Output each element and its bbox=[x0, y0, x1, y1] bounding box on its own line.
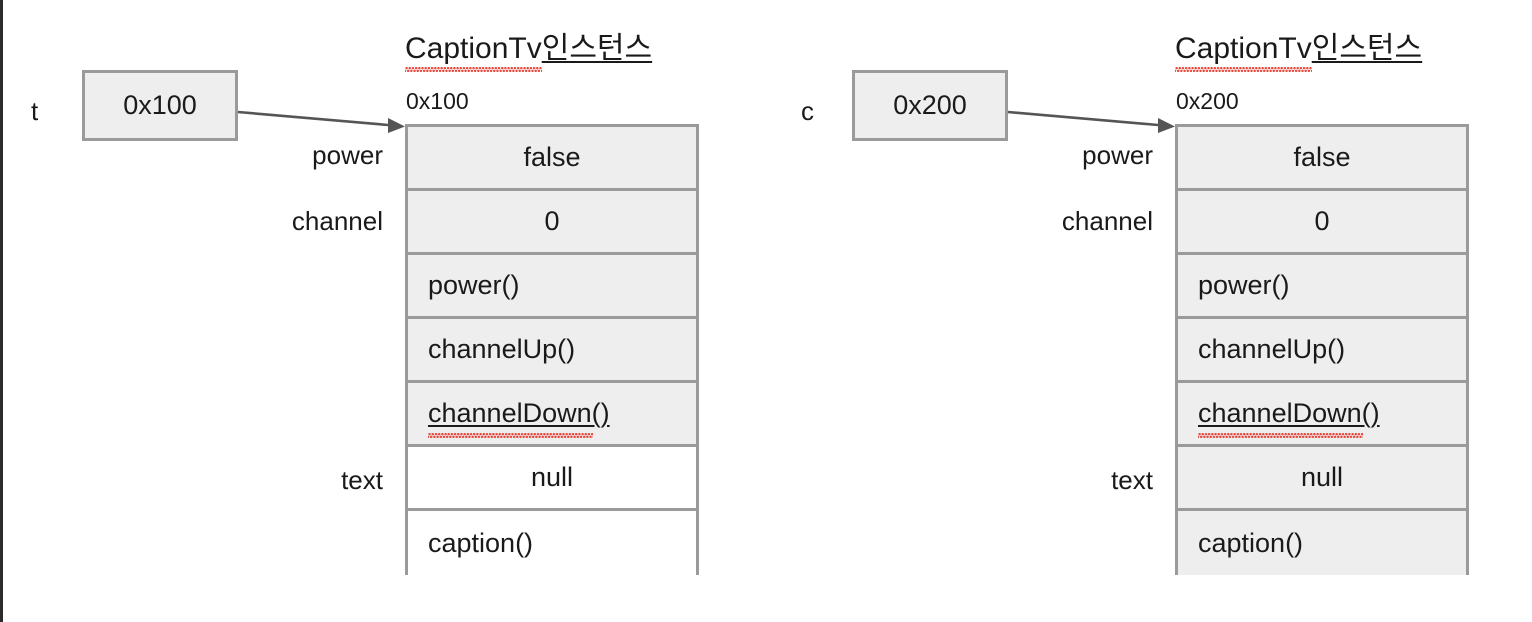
table-row: channelUp() bbox=[408, 319, 696, 383]
row-value: null bbox=[1300, 462, 1344, 492]
table-row: power() bbox=[408, 255, 696, 319]
object-title-suffix: 인스턴스 bbox=[541, 32, 653, 65]
table-row: 0 bbox=[408, 191, 696, 255]
pointer-box-c[interactable]: 0x200 bbox=[852, 70, 1008, 141]
object-title-class-name: CaptionTv bbox=[1175, 32, 1312, 65]
row-value: channelUp() bbox=[1198, 334, 1346, 364]
field-label-text-0x100: text bbox=[341, 465, 383, 495]
table-row: channelDown() bbox=[1178, 383, 1466, 447]
object-title-0x200: CaptionTv인스턴스 bbox=[1175, 32, 1423, 65]
reference-arrow-c bbox=[1007, 110, 1175, 133]
pointer-value-c: 0x200 bbox=[893, 90, 967, 120]
row-value: caption() bbox=[1198, 527, 1304, 558]
table-row: channelUp() bbox=[1178, 319, 1466, 383]
field-label-power-0x100: power bbox=[312, 140, 383, 170]
table-row: 0 bbox=[1178, 191, 1466, 255]
row-value: channelUp() bbox=[428, 334, 576, 364]
row-value: 0 bbox=[544, 206, 560, 236]
row-value: null bbox=[530, 462, 574, 492]
row-value: power() bbox=[428, 270, 520, 300]
field-label-power-0x200: power bbox=[1082, 140, 1153, 170]
table-row: null bbox=[1178, 447, 1466, 511]
variable-label-t: t bbox=[31, 96, 39, 126]
table-row: false bbox=[1178, 127, 1466, 191]
object-title-suffix: 인스턴스 bbox=[1311, 32, 1423, 65]
row-value: 0 bbox=[1314, 206, 1330, 236]
row-value: caption() bbox=[428, 527, 534, 558]
object-field-table-0x200: false 0 power() channelUp() channelDown(… bbox=[1175, 124, 1469, 575]
table-row: channelDown() bbox=[408, 383, 696, 447]
table-row: null bbox=[408, 447, 696, 511]
row-value: power() bbox=[1198, 270, 1290, 300]
row-value: false bbox=[523, 142, 581, 172]
object-title-class-name: CaptionTv bbox=[405, 32, 542, 65]
row-value: channelDown() bbox=[1198, 398, 1380, 438]
object-box-captiontv-0x100: CaptionTv인스턴스 0x100 false 0 power() chan… bbox=[405, 32, 705, 578]
object-address-0x100: 0x100 bbox=[406, 88, 469, 114]
row-value: channelDown() bbox=[428, 398, 610, 438]
object-field-table-0x100: false 0 power() channelUp() channelDown(… bbox=[405, 124, 699, 575]
pointer-value-t: 0x100 bbox=[123, 90, 197, 120]
variable-label-c: c bbox=[801, 96, 814, 126]
table-row: caption() bbox=[1178, 511, 1466, 575]
field-label-text-0x200: text bbox=[1111, 465, 1153, 495]
reference-arrow-t bbox=[237, 110, 405, 133]
object-box-captiontv-0x200: CaptionTv인스턴스 0x200 false 0 power() chan… bbox=[1175, 32, 1475, 578]
table-row: false bbox=[408, 127, 696, 191]
row-value: false bbox=[1293, 142, 1351, 172]
pointer-box-t[interactable]: 0x100 bbox=[82, 70, 238, 141]
object-title-0x100: CaptionTv인스턴스 bbox=[405, 32, 653, 65]
table-row: caption() bbox=[408, 511, 696, 575]
page-left-edge bbox=[0, 0, 3, 622]
field-label-channel-0x100: channel bbox=[291, 206, 383, 236]
table-row: power() bbox=[1178, 255, 1466, 319]
field-label-channel-0x200: channel bbox=[1061, 206, 1153, 236]
object-address-0x200: 0x200 bbox=[1176, 88, 1239, 114]
